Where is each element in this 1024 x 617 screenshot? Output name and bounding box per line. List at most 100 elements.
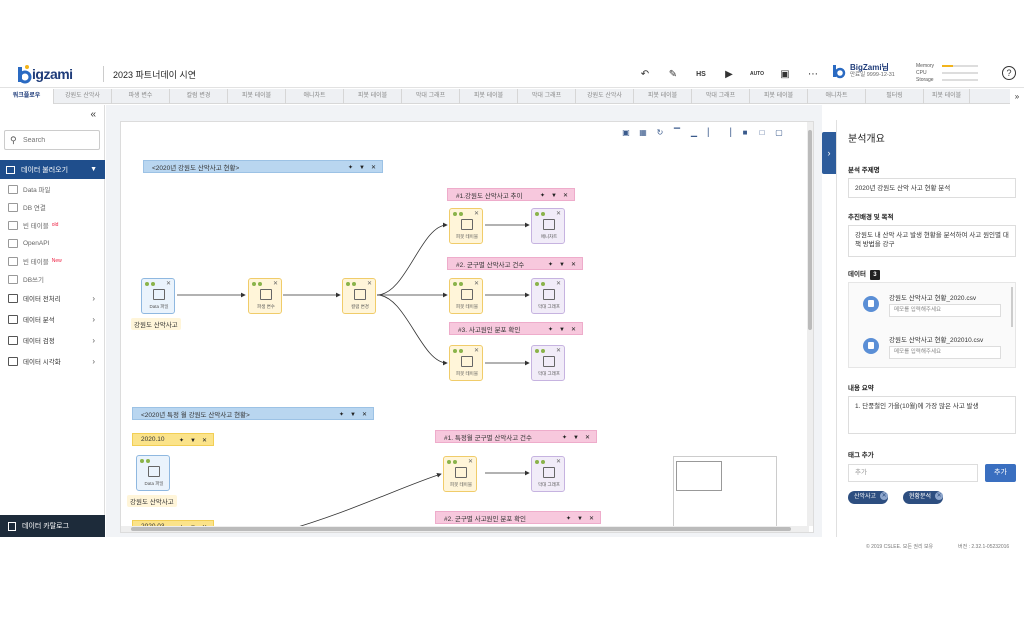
dataset-item[interactable]: 강원도 산악사고 현황_2020.csv 메모를 입력해주세요 [855, 288, 1005, 324]
chevron-down-icon[interactable]: ▼ [573, 434, 579, 441]
align-left-icon[interactable]: ▏ [707, 128, 715, 137]
node-data-file[interactable]: Data 파일 [136, 455, 170, 491]
edit-icon[interactable]: ✎ [668, 68, 678, 80]
scrollbar-thumb[interactable] [808, 130, 812, 330]
group-header[interactable]: #1. 특정월 군구별 산악사고 건수 ✦▼✕ [435, 430, 597, 443]
lock-icon[interactable]: ■ [742, 128, 748, 137]
close-icon[interactable]: ✕ [361, 412, 367, 418]
dataset-memo-input[interactable]: 메모를 입력해주세요 [889, 346, 1001, 359]
close-icon[interactable]: ✕ [584, 435, 590, 441]
dataset-item[interactable]: 강원도 산악사고 현황_202010.csv 메모를 입력해주세요 [855, 330, 1005, 366]
pin-icon[interactable]: ✦ [338, 412, 345, 418]
chevron-down-icon[interactable]: ▼ [577, 515, 583, 522]
group-header[interactable]: #2. 군구별 산악사고 건수 ✦▼✕ [447, 257, 583, 270]
save-icon[interactable]: ▣ [780, 68, 790, 80]
search-input[interactable] [23, 134, 93, 146]
tab-item[interactable]: 강원도 산악사 [576, 89, 634, 104]
save-image-icon[interactable]: ▣ [622, 128, 630, 137]
close-icon[interactable]: ✕ [880, 492, 889, 500]
node-bar-chart[interactable]: ✕ 막대 그래프 [531, 456, 565, 492]
chevron-down-icon[interactable]: ▼ [551, 192, 557, 199]
tab-item[interactable]: 막대 그래프 [402, 89, 460, 104]
auto-button[interactable]: AUTO [749, 71, 765, 77]
close-icon[interactable]: ✕ [555, 281, 561, 287]
node-anichart[interactable]: ✕ 애니차트 [531, 208, 565, 244]
close-icon[interactable]: ✕ [570, 327, 576, 333]
tab-item[interactable]: 피봇 테이블 [634, 89, 692, 104]
close-icon[interactable]: ✕ [467, 459, 473, 465]
minimap-viewport[interactable] [676, 461, 722, 491]
align-bottom-icon[interactable]: ▁ [690, 128, 698, 137]
node-bar-chart[interactable]: ✕ 막대 그래프 [531, 345, 565, 381]
tab-more-icon[interactable]: » [1010, 89, 1024, 104]
tab-item[interactable]: 필터링 [866, 89, 924, 104]
pin-icon[interactable]: ✦ [565, 516, 572, 522]
tab-item[interactable]: 피봇 테이블 [460, 89, 518, 104]
close-icon[interactable]: ✕ [165, 281, 171, 287]
pin-icon[interactable]: ✦ [547, 327, 554, 333]
sidebar-item-preprocess[interactable]: 데이터 전처리 › [0, 288, 105, 308]
tab-item[interactable]: 피봇 테이블 [924, 89, 970, 104]
close-icon[interactable]: ✕ [473, 348, 479, 354]
comment-icon[interactable]: □ [759, 128, 765, 137]
node-bar-chart[interactable]: ✕ 막대 그래프 [531, 278, 565, 314]
summary-field[interactable]: 1. 단풍철인 가을(10월)에 가장 많은 사고 발생 [848, 396, 1016, 434]
pin-icon[interactable]: ✦ [347, 165, 354, 171]
sidebar-subitem-data-file[interactable]: Data 파일 [0, 180, 105, 198]
tab-workflow[interactable]: 워크플로우 [0, 89, 54, 104]
scrollbar-thumb[interactable] [131, 527, 791, 531]
workflow-canvas[interactable]: ▣ ▦ ↻ ▔ ▁ ▏ ▕ ■ □ ▢ [120, 121, 814, 533]
close-icon[interactable]: ✕ [370, 165, 376, 171]
tab-item[interactable]: 피봇 테이블 [344, 89, 402, 104]
refresh-icon[interactable]: ↻ [656, 128, 664, 137]
user-info[interactable]: BigZami님 만료일 9999-12-31 [832, 63, 895, 79]
chevron-down-icon[interactable]: ▼ [359, 164, 365, 171]
more-icon[interactable]: ⋯ [808, 68, 818, 80]
chevron-down-icon[interactable]: ▼ [559, 261, 565, 268]
sidebar-subitem-db-write[interactable]: DB쓰기 [0, 270, 105, 288]
group-header[interactable]: 2020.10 ✦▼✕ [132, 433, 214, 446]
sidebar-item-visualization[interactable]: 데이터 시각화 › [0, 351, 105, 371]
tab-item[interactable]: 막대 그래프 [692, 89, 750, 104]
tag-chip[interactable]: 산악사고✕ [848, 491, 889, 504]
topic-field[interactable]: 2020년 강원도 산악 사고 현황 분석 [848, 178, 1016, 198]
chevron-down-icon[interactable]: ▼ [350, 411, 356, 418]
tab-item[interactable]: 파생 변수 [112, 89, 170, 104]
tab-item[interactable]: 애니차트 [808, 89, 866, 104]
purpose-field[interactable]: 강원도 내 산악 사고 발생 현황을 분석하여 사고 원인별 대책 방법을 강구 [848, 225, 1016, 257]
run-icon[interactable]: ▶ [725, 68, 733, 80]
close-icon[interactable]: ✕ [570, 262, 576, 268]
tab-item[interactable]: 피봇 테이블 [228, 89, 286, 104]
canvas-vertical-scrollbar[interactable] [807, 122, 813, 526]
undo-icon[interactable]: ↶ [640, 68, 650, 80]
node-column-change[interactable]: ✕ 컬럼 변경 [342, 278, 376, 314]
tab-item[interactable]: 피봇 테이블 [750, 89, 808, 104]
sidebar-item-test[interactable]: 데이터 검정 › [0, 330, 105, 350]
tab-item[interactable]: 막대 그래프 [518, 89, 576, 104]
add-tag-button[interactable]: 추가 [985, 464, 1016, 482]
tab-item[interactable]: 애니차트 [286, 89, 344, 104]
memo-icon[interactable]: ▢ [775, 128, 783, 137]
chevron-down-icon[interactable]: ▼ [190, 437, 196, 444]
group-header[interactable]: <2020년 특정 월 강원도 산악사고 현황> ✦▼✕ [132, 407, 374, 420]
tag-input[interactable]: 추가 [848, 464, 978, 482]
close-icon[interactable]: ✕ [366, 281, 372, 287]
sidebar-subitem-openapi[interactable]: OpenAPI [0, 234, 105, 252]
canvas-horizontal-scrollbar[interactable] [121, 526, 809, 532]
sidebar-item-analysis[interactable]: 데이터 분석 › [0, 309, 105, 329]
group-header[interactable]: #3. 사고원인 분포 확인 ✦▼✕ [449, 322, 583, 335]
node-pivot-table[interactable]: ✕ 피봇 테이블 [449, 278, 483, 314]
tab-item[interactable]: 강원도 산악사 [54, 89, 112, 104]
pin-icon[interactable]: ✦ [547, 262, 554, 268]
align-top-icon[interactable]: ▔ [673, 128, 681, 137]
hs-button[interactable]: HS [696, 70, 706, 78]
pin-icon[interactable]: ✦ [561, 435, 568, 441]
close-icon[interactable]: ✕ [555, 211, 561, 217]
tab-item[interactable]: 칼럼 변경 [170, 89, 228, 104]
group-header[interactable]: #2. 군구별 사고원인 분포 확인 ✦▼✕ [435, 511, 601, 524]
sidebar-subitem-empty-table-old[interactable]: 빈 테이블 old [0, 216, 105, 234]
collapse-sidebar-icon[interactable]: « [90, 109, 96, 120]
close-icon[interactable]: ✕ [473, 211, 479, 217]
node-derived-variable[interactable]: ✕ 파생 변수 [248, 278, 282, 314]
layout-icon[interactable]: ▦ [639, 128, 647, 137]
